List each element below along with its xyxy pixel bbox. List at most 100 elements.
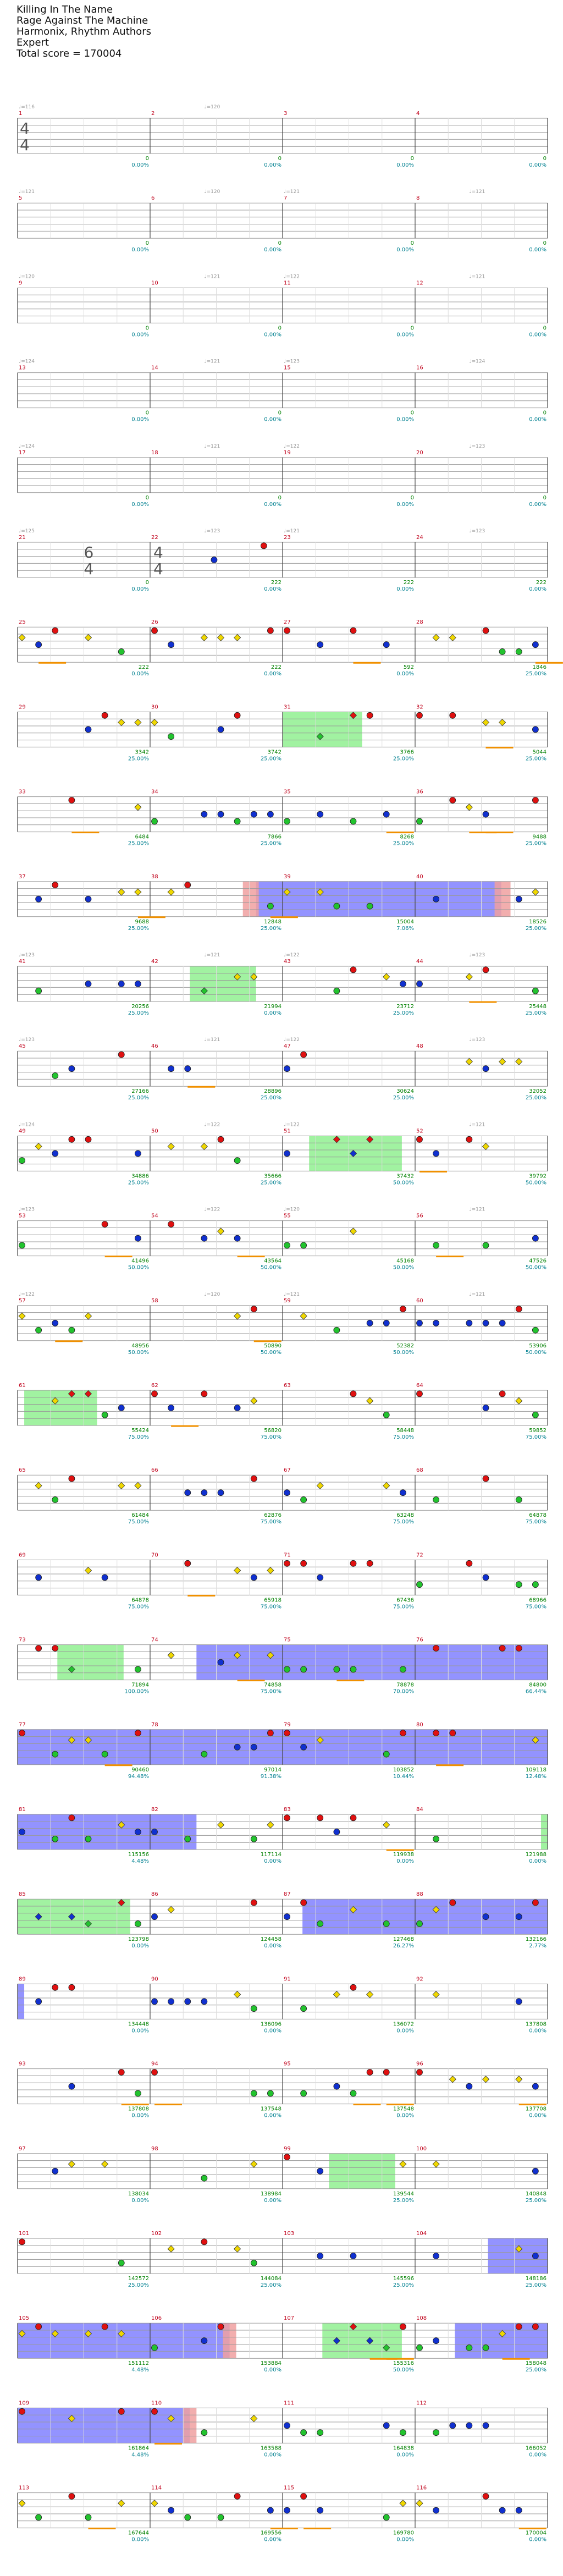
measure-percent: 0.00% (529, 162, 547, 168)
measure-number: 38 (151, 874, 158, 880)
measure-number: 105 (19, 2315, 29, 2321)
blue-drum-note (482, 1913, 489, 1920)
measure-score: 169780 (393, 2530, 414, 2536)
measure-score: 222 (536, 580, 547, 586)
time-signature-bottom: 4 (153, 560, 163, 578)
blue-drum-note (118, 1405, 125, 1411)
measure-number: 104 (416, 2231, 427, 2237)
blue-drum-note (515, 1998, 522, 2005)
yellow-cymbal-note (515, 1397, 523, 1405)
measure-number: 60 (416, 1298, 423, 1304)
red-drum-note (68, 1136, 75, 1143)
measure-percent: 75.00% (261, 1519, 282, 1525)
red-drum-note (300, 1560, 307, 1567)
measure-number: 91 (284, 1976, 291, 1982)
total-score: Total score = 170004 (16, 48, 122, 59)
measure-score: 124458 (261, 1936, 282, 1942)
star-power-region (455, 2323, 548, 2359)
red-drum-note (466, 1560, 473, 1567)
green-drum-note (234, 1157, 241, 1164)
red-drum-note (515, 1645, 522, 1652)
blue-drum-note (201, 2337, 208, 2344)
measure-number: 96 (416, 2061, 423, 2067)
blue-drum-note (532, 2167, 539, 2175)
red-drum-note (482, 1475, 489, 1482)
red-drum-note (399, 1306, 406, 1313)
green-drum-note (250, 1835, 257, 1842)
blue-drum-note (532, 2253, 539, 2259)
measure-score: 35666 (264, 1173, 282, 1179)
green-drum-note (333, 1666, 340, 1673)
red-drum-note (250, 1475, 257, 1482)
measure-percent: 25.00% (261, 756, 282, 762)
yellow-cymbal-note (84, 2330, 92, 2337)
green-drum-note (267, 2090, 274, 2097)
blue-drum-note (333, 2083, 340, 2090)
measure-number: 50 (151, 1128, 158, 1134)
measure-percent: 0.00% (396, 502, 414, 508)
measure-percent: 25.00% (526, 2198, 547, 2204)
green-drum-note (151, 818, 158, 825)
green-drum-note (68, 1326, 75, 1334)
red-drum-note (433, 1730, 440, 1737)
tempo-marker: ♩=121 (284, 1292, 300, 1297)
tempo-marker: ♩=122 (284, 953, 300, 958)
measure-score: 148186 (526, 2276, 547, 2282)
red-drum-note (366, 712, 373, 719)
measure-number: 33 (19, 789, 26, 795)
measure-score: 56820 (264, 1428, 282, 1434)
star-power-region (256, 881, 501, 917)
red-drum-note (68, 797, 75, 803)
measure-percent: 0.00% (396, 2028, 414, 2034)
blue-drum-note (52, 2167, 59, 2175)
yellow-cymbal-note (167, 2415, 175, 2423)
yellow-cymbal-note (51, 1397, 59, 1405)
measure-percent: 25.00% (526, 756, 547, 762)
measure-number: 8 (416, 195, 420, 201)
yellow-cymbal-note (18, 2500, 26, 2507)
measure-score: 68966 (529, 1597, 547, 1603)
blue-drum-note (532, 726, 539, 733)
measure-percent: 75.00% (393, 1434, 414, 1440)
measure-number: 5 (19, 195, 22, 201)
red-drum-note (416, 1390, 423, 1397)
red-drum-note (350, 627, 357, 634)
measure-percent: 0.00% (264, 1858, 282, 1864)
measure-number: 87 (284, 1891, 291, 1897)
measure-score: 0 (278, 410, 282, 416)
blue-drum-note (433, 2253, 440, 2259)
measure-score: 21994 (264, 1004, 282, 1010)
measure-score: 32052 (529, 1088, 547, 1094)
measure-number: 30 (151, 704, 158, 710)
green-drum-note (52, 1835, 59, 1842)
measure-score: 109118 (526, 1767, 547, 1773)
measure-number: 86 (151, 1891, 158, 1897)
red-drum-note (19, 1730, 25, 1737)
measure-score: 62876 (264, 1512, 282, 1518)
blue-drum-note (217, 726, 224, 733)
measure-score: 222 (271, 580, 282, 586)
red-drum-note (284, 1560, 290, 1567)
red-drum-note (449, 1730, 456, 1737)
yellow-cymbal-note (84, 634, 92, 641)
measure-score: 145596 (393, 2276, 414, 2282)
measure-score: 158048 (526, 2360, 547, 2366)
red-drum-note (201, 2238, 208, 2245)
measure-score: 136096 (261, 2021, 282, 2027)
blue-drum-note (217, 811, 224, 818)
yellow-cymbal-note (217, 1821, 225, 1829)
measure-number: 48 (416, 1043, 423, 1049)
measure-score: 63248 (396, 1512, 414, 1518)
green-drum-note (284, 818, 290, 825)
measure-number: 37 (19, 874, 26, 880)
red-drum-note (284, 2154, 290, 2161)
tempo-marker: ♩=123 (469, 444, 485, 449)
tempo-marker: ♩=123 (204, 529, 220, 534)
measure-score: 161864 (128, 2445, 149, 2451)
measure-percent: 0.00% (131, 2198, 149, 2204)
red-drum-note (234, 712, 241, 719)
blue-cymbal-note (366, 2337, 374, 2344)
measure-score: 151112 (128, 2360, 149, 2366)
yellow-cymbal-note (250, 1397, 258, 1405)
